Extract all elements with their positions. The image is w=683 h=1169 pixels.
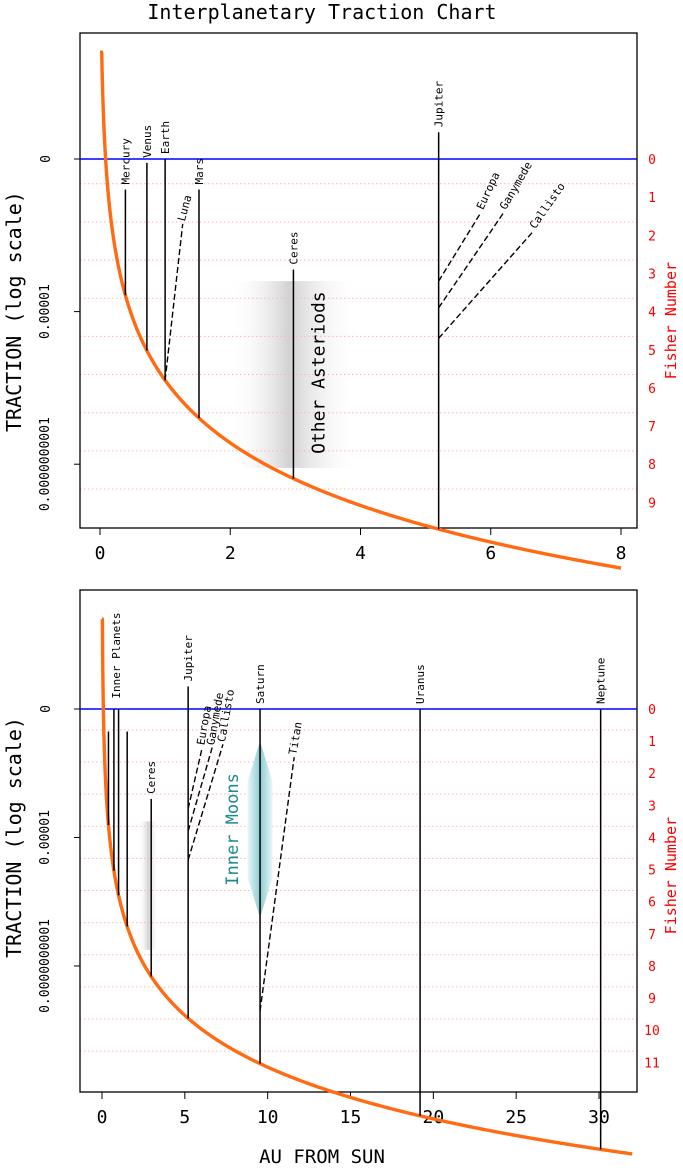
- x-tick-label: 0: [95, 543, 106, 564]
- y-tick-label: 0.0000000001: [38, 417, 53, 511]
- fisher-tick-label: 1: [648, 191, 656, 206]
- moon-label-titan: Titan: [286, 721, 305, 756]
- traction-curve: [98, 50, 622, 570]
- body-label-ceres: Ceres: [145, 761, 158, 794]
- plot-frame: [79, 32, 638, 529]
- x-tick-label: 5: [179, 1107, 190, 1128]
- fisher-tick-label: 6: [648, 382, 656, 397]
- moon-line-callisto: [438, 231, 534, 339]
- chart-panel-2: 0 1 2 3 4 5 6 7 8 9 10 11 Fisher Number 0 0.00001 0.000…: [2, 589, 680, 1168]
- x-tick-label: 10: [257, 1107, 279, 1128]
- body-label-mercury: Mercury: [119, 138, 132, 185]
- traction-curve: [100, 617, 633, 1156]
- moon-line-callisto: [187, 744, 224, 861]
- y-tick-label: 0.0000000001: [38, 919, 53, 1013]
- fisher-tick-label: 3: [648, 799, 656, 814]
- fisher-tick-label: 10: [644, 1024, 660, 1039]
- x-tick-label: 8: [616, 543, 627, 564]
- fisher-tick-label: 8: [648, 458, 656, 473]
- fisher-axis-label: Fisher Number: [662, 262, 680, 379]
- x-tick-label: 6: [485, 543, 496, 564]
- inner-planets-label: Inner Planets: [110, 612, 123, 698]
- moon-line-ganymede: [438, 212, 505, 309]
- moon-label-callisto: Callisto: [527, 180, 568, 231]
- fisher-tick-label: 9: [648, 992, 656, 1007]
- x-tick-label: 4: [355, 543, 366, 564]
- fisher-tick-label: 7: [648, 928, 656, 943]
- x-axis-label: AU FROM SUN: [259, 1146, 385, 1168]
- asteroid-band: [138, 821, 159, 950]
- asteroid-band-label: Other Asteriods: [309, 291, 330, 454]
- body-label-earth: Earth: [159, 121, 172, 154]
- fisher-tick-label: 9: [648, 496, 656, 511]
- fisher-tick-label: 0: [648, 703, 656, 718]
- y-tick-label: 0.00001: [38, 284, 53, 339]
- inner-moons-label: Inner Moons: [223, 773, 243, 886]
- fisher-tick-label: 2: [648, 229, 656, 244]
- fisher-tick-label: 8: [648, 960, 656, 975]
- moon-label-ganymede: Ganymede: [497, 160, 535, 212]
- body-label-uranus: Uranus: [414, 664, 427, 704]
- y-axis-label: TRACTION (log scale): [2, 191, 26, 432]
- asteroid-band: [230, 281, 361, 469]
- fisher-tick-label: 4: [648, 831, 656, 846]
- moon-line-europa: [438, 212, 482, 282]
- moon-line-titan: [259, 757, 295, 1012]
- x-tick-label: 25: [505, 1107, 527, 1128]
- body-label-ceres: Ceres: [287, 232, 300, 265]
- moon-line-europa: [187, 747, 203, 809]
- fisher-tick-label: 0: [648, 153, 656, 168]
- fisher-tick-label: 5: [648, 344, 656, 359]
- y-axis-label: TRACTION (log scale): [2, 717, 26, 958]
- x-tick-label: 30: [588, 1107, 610, 1128]
- y-tick-label: 0: [39, 705, 54, 713]
- fisher-tick-label: 2: [648, 767, 656, 782]
- moon-label-luna: Luna: [175, 194, 194, 223]
- x-tick-label: 2: [225, 543, 236, 564]
- moon-line-ganymede: [187, 747, 213, 832]
- y-tick-label: 0.00001: [38, 810, 53, 865]
- fisher-tick-label: 6: [648, 896, 656, 911]
- fisher-tick-label: 7: [648, 420, 656, 435]
- fisher-tick-label: 1: [648, 735, 656, 750]
- x-tick-label: 15: [340, 1107, 362, 1128]
- x-tick-label: 0: [97, 1107, 108, 1128]
- fisher-axis-label: Fisher Number: [662, 817, 680, 934]
- fisher-tick-label: 11: [644, 1056, 660, 1071]
- body-label-mars: Mars: [193, 158, 206, 185]
- moon-line-luna: [164, 223, 184, 381]
- body-label-jupiter: Jupiter: [433, 81, 446, 128]
- chart-panel-1: 0 1 2 3 4 5 6 7 8 9 Fisher Number 0 0.00001 0.0000000…: [2, 32, 680, 570]
- chart-title: Interplanetary Traction Chart: [147, 0, 496, 24]
- body-label-saturn: Saturn: [254, 664, 267, 704]
- fisher-tick-label: 5: [648, 864, 656, 879]
- body-label-venus: Venus: [141, 125, 154, 158]
- y-tick-label: 0: [39, 155, 54, 163]
- fisher-tick-label: 3: [648, 267, 656, 282]
- plot-frame: [79, 589, 638, 1093]
- body-label-neptune: Neptune: [595, 658, 608, 704]
- body-label-jupiter: Jupiter: [182, 635, 195, 682]
- fisher-tick-label: 4: [648, 306, 656, 321]
